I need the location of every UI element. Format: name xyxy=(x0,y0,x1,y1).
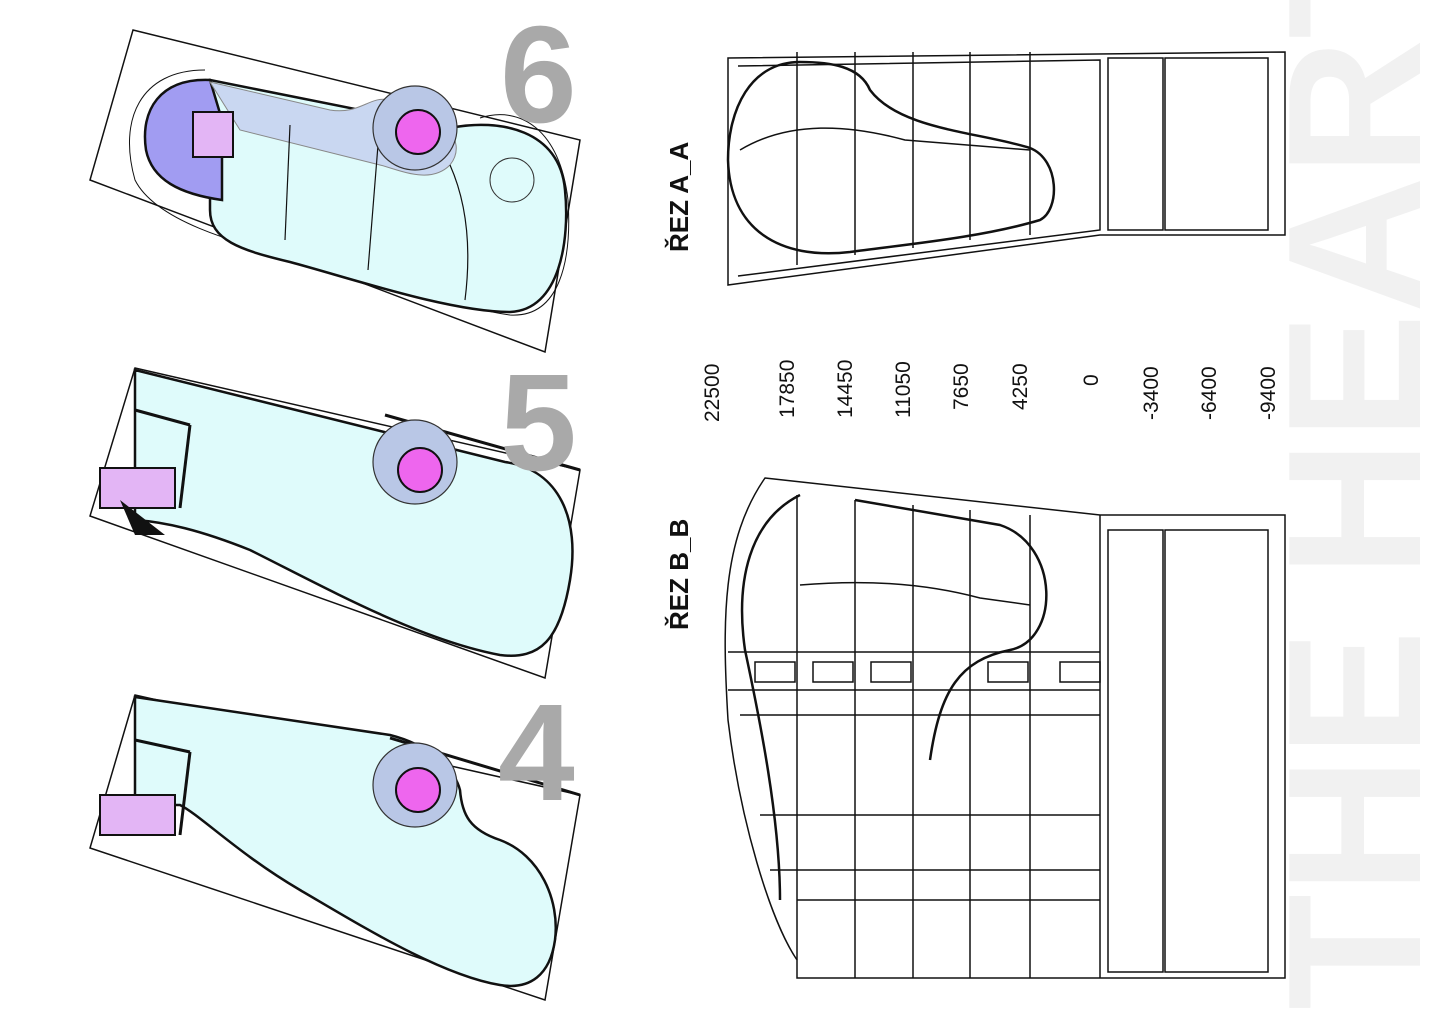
elevation-label: 17850 xyxy=(776,360,799,418)
elevation-label: 22500 xyxy=(701,364,724,422)
section-a-drawing xyxy=(726,51,1286,286)
floor-6-toilets xyxy=(192,111,234,158)
elevation-label: 7650 xyxy=(950,363,973,410)
floor-6-hall xyxy=(143,78,224,202)
elevation-label: 0 xyxy=(1080,374,1103,386)
floor-4-toilets xyxy=(99,794,176,836)
floor-5-label: 5 xyxy=(500,346,577,500)
elevation-label: 4250 xyxy=(1009,363,1032,410)
elevation-label: -6400 xyxy=(1198,366,1221,420)
elevation-label: -9400 xyxy=(1257,366,1280,420)
floor-plan-4: 4 xyxy=(89,676,581,1001)
floor-4-core xyxy=(395,767,441,813)
floor-5-office-area xyxy=(133,368,574,657)
elevation-label: -3400 xyxy=(1140,366,1163,420)
floor-6-core xyxy=(395,109,441,155)
floor-5-toilets xyxy=(99,467,176,509)
floor-plan-6: 6 xyxy=(89,0,581,354)
floor-6-label: 6 xyxy=(500,0,577,152)
elevation-labels: 22500 17850 14450 11050 7650 4250 0 -340… xyxy=(701,360,1280,422)
floor-5-core xyxy=(397,447,443,493)
floor-4-office-area xyxy=(133,695,557,988)
elevation-label: 11050 xyxy=(892,361,915,418)
section-b-title: ŘEZ B_B xyxy=(664,519,694,630)
floor-plan-5: 5 xyxy=(89,346,581,680)
section-b-drawing xyxy=(724,477,1286,979)
elevation-label: 14450 xyxy=(834,360,857,418)
watermark-title: THE HEART xyxy=(1249,0,1440,1010)
floor-6-meeting-table xyxy=(489,157,535,203)
section-a-title: ŘEZ A_A xyxy=(664,142,694,252)
floor-4-label: 4 xyxy=(498,676,575,830)
